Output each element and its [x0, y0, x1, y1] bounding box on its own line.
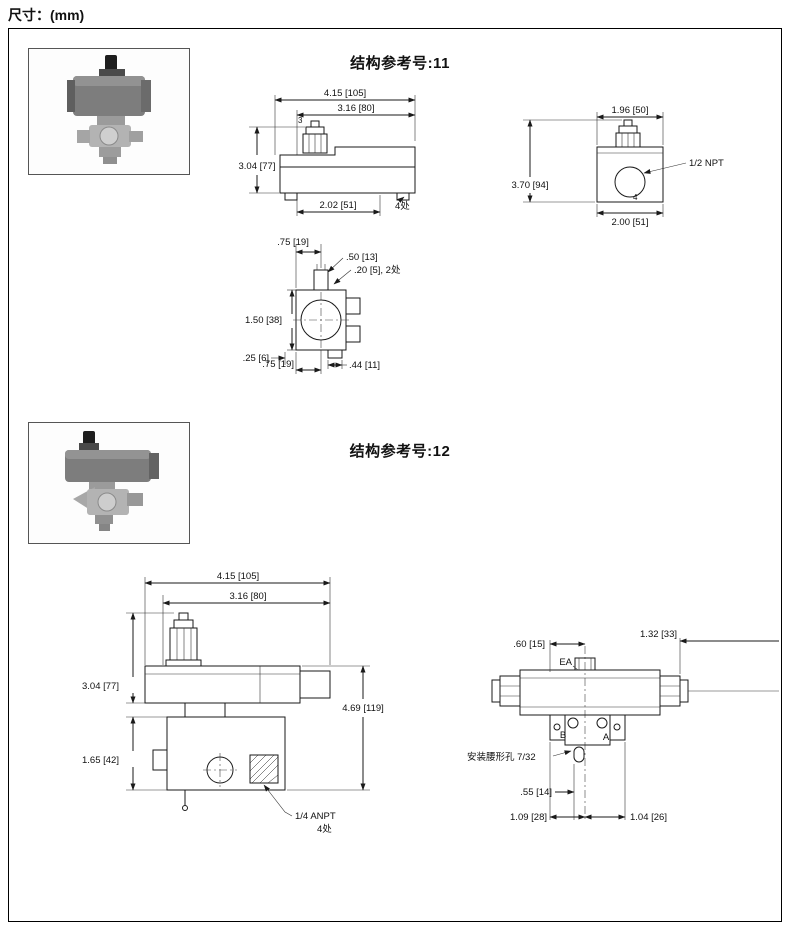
- ref11-side-top-width-label: 1.96 [50]: [612, 105, 649, 116]
- ref12-port-valve-outline: [491, 646, 779, 822]
- ref12-front-total-width-label: 4.15 [105]: [217, 571, 259, 582]
- ref11-bottom-dim44-label: .44 [11]: [349, 360, 380, 371]
- ref11-side-num4-label: 4: [633, 193, 638, 202]
- ref11-front-inner-width-label: 3.16 [80]: [338, 103, 375, 114]
- ref11-front-4places-note: 4处: [395, 200, 410, 212]
- ref11-front-valve-outline: [279, 120, 416, 201]
- product-photo-ref12-box: [28, 422, 190, 544]
- ref11-side-npt-port-label: 1/2 NPT: [689, 158, 724, 169]
- ref11-bottom-dim20-label: .20 [5], 2处: [354, 264, 401, 276]
- ref11-front-total-width-label: 4.15 [105]: [324, 88, 366, 99]
- ref11-bottom-dim75-bottom-label: .75 [19]: [262, 359, 294, 370]
- product-photo-ref11-box: [28, 48, 190, 175]
- section12-title: 结构参考号:12: [349, 443, 451, 460]
- ref12-front-upper-height-label: 3.04 [77]: [82, 681, 119, 692]
- ref12-port-dim104-label: 1.04 [26]: [630, 812, 667, 823]
- content-border-box: [8, 28, 782, 922]
- ref12-front-anpt-port-label: 1/4 ANPT: [295, 811, 336, 822]
- ref11-front-dimension-lines: [249, 95, 416, 216]
- ref11-side-dimension-lines: [523, 112, 687, 217]
- drawing-ref12-port-view: .60 [15] 1.32 [33] EA B A 安装腰形孔 7/32 .55…: [467, 629, 779, 823]
- ref12-port-dimension-lines: [549, 638, 779, 820]
- ref11-front-bottom-width-label: 2.02 [51]: [320, 200, 357, 211]
- ref11-bottom-dim75-top-label: .75 [19]: [277, 237, 309, 248]
- ref12-port-mounting-slot-note: 安装腰形孔 7/32: [467, 751, 536, 763]
- ref11-bottom-dim150-label: 1.50 [38]: [245, 315, 282, 326]
- ref12-front-valve-outline: [144, 612, 331, 811]
- ref11-front-height-label: 3.04 [77]: [239, 161, 276, 172]
- ref11-side-bottom-width-label: 2.00 [51]: [612, 217, 649, 228]
- section11-title: 结构参考号:11: [350, 55, 450, 72]
- drawing-ref12-front-view: 4.15 [105] 3.16 [80] 3.04 [77] 1.65 [42]…: [82, 571, 384, 835]
- ref12-port-ea-label: EA: [559, 657, 572, 668]
- dimension-unit-label: 尺寸：(mm): [8, 7, 85, 23]
- ref11-bottom-valve-outline: [293, 264, 361, 359]
- ref12-port-b-label: B: [560, 730, 566, 741]
- ref12-port-dim132-label: 1.32 [33]: [640, 629, 677, 640]
- ref12-port-dim109-label: 1.09 [28]: [510, 812, 547, 823]
- ref12-port-a-label: A: [603, 732, 610, 743]
- ref12-front-dimension-lines: [126, 577, 370, 817]
- drawing-ref11-bottom-view: .75 [19] .50 [13] .20 [5], 2处 1.50 [38] …: [243, 237, 401, 374]
- drawing-ref11-front-view: 4.15 [105] 3.16 [80] 3 3.04 [77] 2.02 [5…: [239, 88, 416, 216]
- product-photo-ref11-image: [29, 49, 189, 174]
- ref12-port-dim55-label: .55 [14]: [520, 787, 552, 798]
- ref12-front-lower-height-label: 1.65 [42]: [82, 755, 119, 766]
- ref11-front-num3-label: 3: [298, 116, 303, 125]
- ref12-front-inner-width-label: 3.16 [80]: [230, 591, 267, 602]
- ref12-front-4places-note: 4处: [317, 823, 332, 835]
- drawing-ref11-side-view: 1.96 [50] 1/2 NPT 3.70 [94] 2.00 [51] 4: [512, 105, 725, 228]
- ref11-bottom-dim50-label: .50 [13]: [346, 252, 378, 263]
- product-photo-ref12-image: [29, 423, 189, 543]
- ref12-front-total-height-label: 4.69 [119]: [342, 703, 384, 714]
- ref12-port-dim60-label: .60 [15]: [513, 639, 545, 650]
- ref11-bottom-dimension-lines: [271, 244, 352, 374]
- ref11-side-valve-outline: [596, 119, 664, 203]
- ref11-side-height-label: 3.70 [94]: [512, 180, 549, 191]
- ref11-bottom-dim25-label: .25 [6]: [243, 353, 269, 364]
